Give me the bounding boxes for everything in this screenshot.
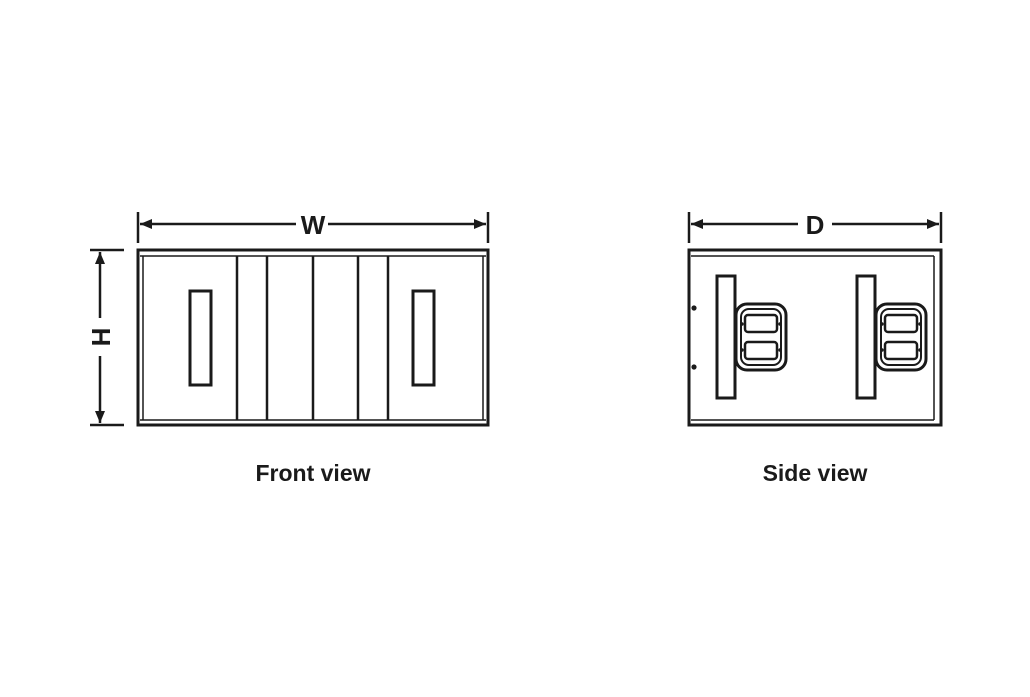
handle-left: [734, 302, 788, 372]
depth-arrow-left: [691, 219, 703, 229]
height-arrow-bottom: [95, 411, 105, 423]
side-cabinet-outline: [687, 248, 943, 427]
rigging-rail-left: [715, 274, 737, 400]
height-arrow-top: [95, 252, 105, 264]
port-right: [411, 289, 436, 387]
front-cabinet: [136, 248, 490, 427]
height-dimension: H: [86, 248, 124, 427]
width-arrow-left: [140, 219, 152, 229]
depth-dimension: D: [687, 210, 943, 243]
port-left: [188, 289, 213, 387]
width-label: W: [301, 210, 326, 240]
handle-right: [874, 302, 928, 372]
depth-label: D: [806, 210, 825, 240]
mounting-dot: [691, 305, 697, 311]
rigging-rail-right: [855, 274, 877, 400]
mounting-dot: [691, 364, 697, 370]
depth-arrow-right: [927, 219, 939, 229]
height-label: H: [86, 328, 116, 347]
front-view: W H Front vi: [86, 210, 490, 486]
width-arrow-right: [474, 219, 486, 229]
front-view-caption: Front view: [255, 460, 370, 486]
width-dimension: W: [136, 210, 490, 243]
side-view-caption: Side view: [763, 460, 868, 486]
side-view: D: [687, 210, 943, 486]
side-cabinet: [687, 248, 943, 427]
front-cabinet-outline: [136, 248, 490, 427]
